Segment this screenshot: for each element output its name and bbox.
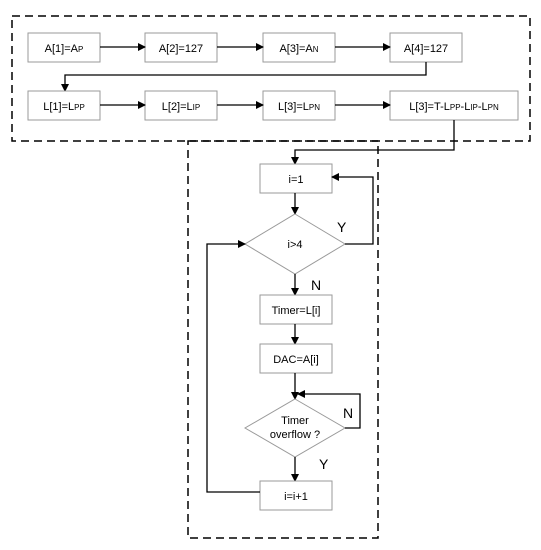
svg-text:A[1]=AP: A[1]=AP bbox=[45, 43, 84, 55]
arrow-l4-init bbox=[291, 120, 455, 165]
svg-text:i>4: i>4 bbox=[288, 239, 303, 251]
index-condition-diamond: i>4 bbox=[244, 213, 346, 275]
amplitude-2-box: A[2]=127 bbox=[144, 32, 218, 63]
amplitude-1-box: A[1]=AP bbox=[27, 32, 101, 63]
svg-text:A[2]=127: A[2]=127 bbox=[159, 43, 203, 55]
set-timer-box: Timer=L[i] bbox=[259, 294, 333, 325]
overflow-yes-label: Y bbox=[319, 456, 329, 472]
svg-text:A[4]=127: A[4]=127 bbox=[404, 43, 448, 55]
condition-no-label: N bbox=[311, 277, 321, 293]
overflow-no-label: N bbox=[343, 405, 353, 421]
svg-text:DAC=A[i]: DAC=A[i] bbox=[273, 354, 319, 366]
condition-yes-label: Y bbox=[337, 219, 347, 235]
arrow-overflow-no-loop bbox=[297, 390, 361, 429]
svg-text:L[2]=LIP: L[2]=LIP bbox=[162, 101, 200, 113]
svg-text:L[1]=LPP: L[1]=LPP bbox=[43, 101, 85, 113]
set-dac-box: DAC=A[i] bbox=[259, 343, 333, 374]
amplitude-3-box: A[3]=AN bbox=[262, 32, 336, 63]
svg-text:i=1: i=1 bbox=[289, 174, 304, 186]
svg-text:Timer=L[i]: Timer=L[i] bbox=[272, 305, 321, 317]
length-2-box: L[2]=LIP bbox=[144, 90, 218, 121]
svg-text:i=i+1: i=i+1 bbox=[284, 491, 308, 503]
length-1-box: L[1]=LPP bbox=[27, 90, 101, 121]
length-4-box: L[3]=T-LPP-LIP-LPN bbox=[389, 90, 519, 121]
arrow-condition-yes-loop bbox=[331, 173, 374, 245]
increment-box: i=i+1 bbox=[259, 480, 333, 511]
length-3-box: L[3]=LPN bbox=[262, 90, 336, 121]
arrow-a4-l1 bbox=[61, 62, 427, 92]
timer-overflow-diamond: Timer overflow ? bbox=[244, 398, 346, 458]
init-index-box: i=1 bbox=[259, 163, 333, 194]
svg-text:L[3]=LPN: L[3]=LPN bbox=[278, 101, 320, 113]
svg-text:L[3]=T-LPP-LIP-LPN: L[3]=T-LPP-LIP-LPN bbox=[409, 101, 499, 113]
loop-group-frame bbox=[187, 140, 379, 539]
amplitude-4-box: A[4]=127 bbox=[389, 32, 463, 63]
svg-text:Timer: Timer bbox=[281, 415, 309, 427]
arrow-increment-back-to-condition bbox=[206, 240, 260, 493]
svg-text:overflow ?: overflow ? bbox=[270, 429, 320, 441]
svg-text:A[3]=AN: A[3]=AN bbox=[279, 43, 318, 55]
